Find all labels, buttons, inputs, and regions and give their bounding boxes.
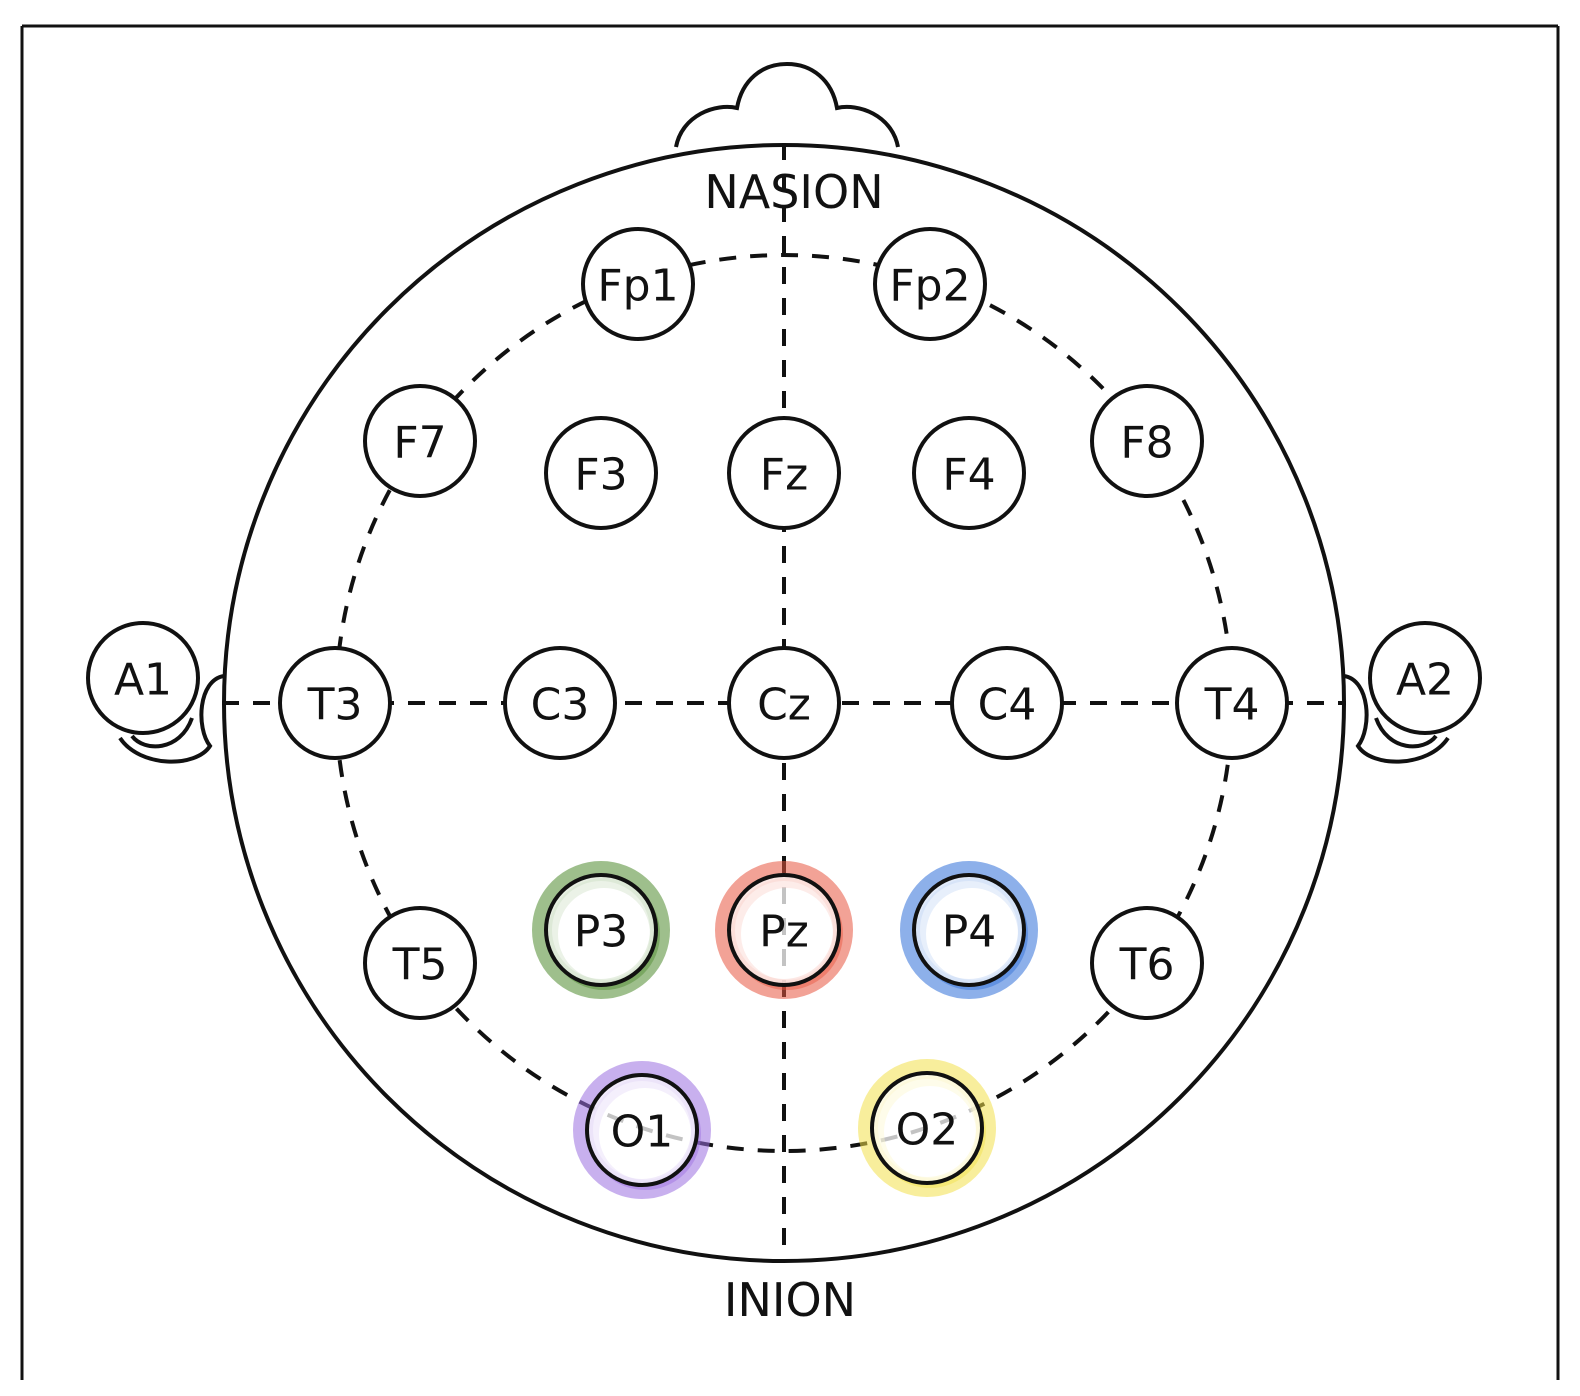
electrode-circle <box>86 621 200 735</box>
highlight-o1 <box>573 1061 711 1199</box>
electrode-circle <box>363 906 477 1020</box>
nasion-label: NASION <box>704 165 883 219</box>
electrode-label: T3 <box>307 680 363 731</box>
electrode-p4: P4 <box>912 873 1026 987</box>
electrode-label: O2 <box>896 1105 959 1156</box>
electrode-circle <box>544 416 658 530</box>
electrode-o1: O1 <box>585 1073 699 1187</box>
electrode-circle <box>912 416 1026 530</box>
electrode-label: Fz <box>760 450 808 501</box>
electrode-o2: O2 <box>870 1071 984 1185</box>
highlight-o2 <box>858 1059 996 1197</box>
electrode-f3: F3 <box>544 416 658 530</box>
electrode-label: T4 <box>1204 680 1260 731</box>
electrode-circle <box>278 646 392 760</box>
electrode-pz: Pz <box>727 873 841 987</box>
electrode-f7: F7 <box>363 384 477 498</box>
electrode-label: A2 <box>1396 655 1454 706</box>
electrode-label: F4 <box>942 450 995 501</box>
electrode-fz: Fz <box>727 416 841 530</box>
electrode-circle <box>585 1073 699 1187</box>
inion-label: INION <box>724 1273 856 1327</box>
electrode-circle <box>363 384 477 498</box>
electrode-label: Cz <box>757 680 811 731</box>
electrode-circle <box>544 873 658 987</box>
electrode-circle <box>581 227 695 341</box>
electrode-label: F7 <box>393 418 446 469</box>
highlight-p3 <box>532 861 670 999</box>
electrode-f4: F4 <box>912 416 1026 530</box>
electrode-label: P4 <box>942 907 997 958</box>
electrode-label: Fp2 <box>889 261 970 312</box>
electrode-f8: F8 <box>1090 384 1204 498</box>
electrode-label: Fp1 <box>597 261 678 312</box>
nose-outline <box>674 61 900 148</box>
electrode-circle <box>727 873 841 987</box>
electrode-label: C4 <box>978 680 1037 731</box>
electrode-label: T5 <box>392 940 448 991</box>
electrode-circle <box>950 646 1064 760</box>
right-ear <box>1343 674 1450 764</box>
electrode-circle <box>912 873 1026 987</box>
electrode-label: Pz <box>759 907 809 958</box>
electrode-label: T6 <box>1119 940 1175 991</box>
electrode-label: C3 <box>531 680 590 731</box>
electrode-label: P3 <box>574 907 629 958</box>
electrode-label: F8 <box>1120 418 1173 469</box>
electrode-circle <box>1090 384 1204 498</box>
electrode-circle <box>727 646 841 760</box>
electrode-circle <box>1368 621 1482 735</box>
electrode-a1: A1 <box>86 621 200 735</box>
electrode-circle <box>873 227 987 341</box>
electrode-c3: C3 <box>503 646 617 760</box>
electrode-label: A1 <box>114 655 172 706</box>
electrode-circle <box>1090 906 1204 1020</box>
electrode-label: O1 <box>611 1107 674 1158</box>
left-ear <box>118 674 225 764</box>
electrode-label: F3 <box>574 450 627 501</box>
electrode-circle <box>727 416 841 530</box>
electrode-fp1: Fp1 <box>581 227 695 341</box>
electrode-circle <box>870 1071 984 1185</box>
electrode-fp2: Fp2 <box>873 227 987 341</box>
electrode-t4: T4 <box>1175 646 1289 760</box>
highlight-pz <box>715 861 853 999</box>
electrode-t5: T5 <box>363 906 477 1020</box>
electrode-circle <box>503 646 617 760</box>
electrode-p3: P3 <box>544 873 658 987</box>
electrode-c4: C4 <box>950 646 1064 760</box>
electrode-cz: Cz <box>727 646 841 760</box>
electrode-a2: A2 <box>1368 621 1482 735</box>
electrode-circle <box>1175 646 1289 760</box>
frame-border <box>20 24 1560 1380</box>
highlight-p4 <box>900 861 1038 999</box>
electrode-t3: T3 <box>278 646 392 760</box>
electrode-t6: T6 <box>1090 906 1204 1020</box>
